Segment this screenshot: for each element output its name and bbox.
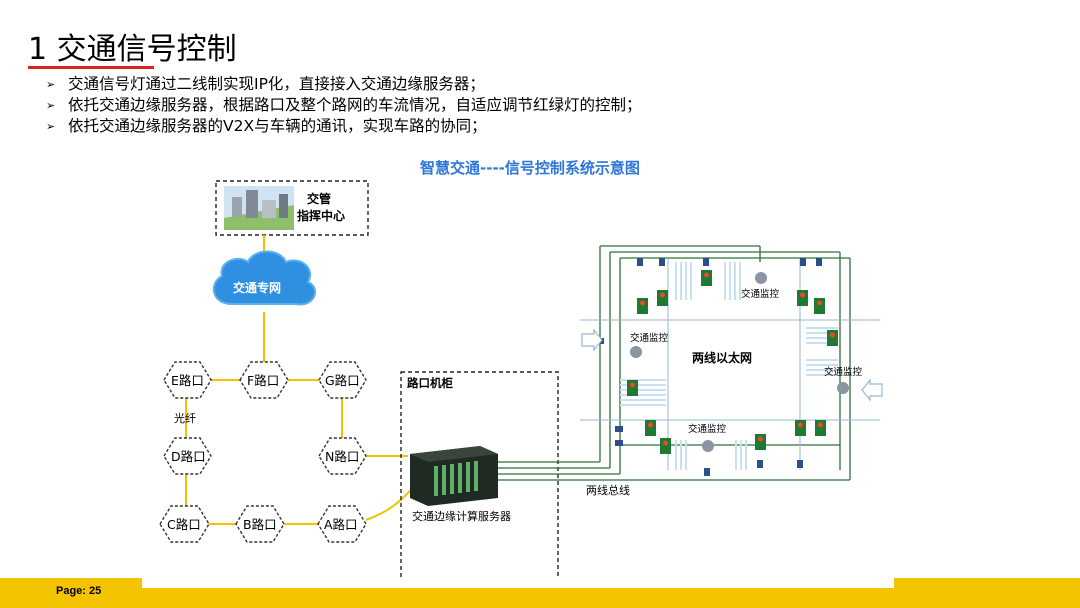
title-underline <box>28 66 154 69</box>
sensor-icon <box>704 468 710 476</box>
traffic-light-icon <box>627 380 638 396</box>
command-center-line2: 指挥中心 <box>297 208 345 223</box>
monitor-labels: 交通监控 交通监控 交通监控 交通监控 <box>630 288 863 435</box>
ethernet-label: 两线以太网 <box>692 350 752 365</box>
sensor-icon <box>816 258 822 266</box>
server-label: 交通边缘计算服务器 <box>412 509 511 523</box>
network-cloud-label: 交通专网 <box>233 280 281 295</box>
node-a-label: A路口 <box>324 517 358 532</box>
node-d-label: D路口 <box>171 449 206 464</box>
sensor-icon <box>615 426 623 432</box>
monitor-label: 交通监控 <box>741 288 780 300</box>
traffic-light-icon <box>657 290 668 306</box>
traffic-light-icon <box>795 420 806 436</box>
monitor-label: 交通监控 <box>688 423 727 435</box>
bullet-item: ➢ 交通信号灯通过二线制实现IP化，直接接入交通边缘服务器； <box>46 74 642 95</box>
node-b <box>235 505 285 543</box>
sensor-icon <box>615 440 623 446</box>
traffic-light-icon <box>797 290 808 306</box>
monitor-label: 交通监控 <box>824 366 863 378</box>
camera-icon <box>837 382 849 394</box>
bullet-text: 依托交通边缘服务器，根据路口及整个路网的车流情况，自适应调节红绿灯的控制； <box>68 96 642 114</box>
node-f <box>239 361 289 399</box>
bullet-item: ➢ 依托交通边缘服务器，根据路口及整个路网的车流情况，自适应调节红绿灯的控制； <box>46 95 642 116</box>
arrow-right-icon <box>581 328 603 352</box>
node-b-label: B路口 <box>243 517 277 532</box>
camera-icon <box>702 440 714 452</box>
traffic-light-icon <box>701 270 712 286</box>
bullet-list: ➢ 交通信号灯通过二线制实现IP化，直接接入交通边缘服务器； ➢ 依托交通边缘服务器… <box>46 74 642 137</box>
monitor-label: 交通监控 <box>630 332 669 344</box>
arrow-bullet-icon: ➢ <box>46 120 56 133</box>
traffic-light-icon <box>815 420 826 436</box>
traffic-light-icon <box>755 434 766 450</box>
sensor-icon <box>800 258 806 266</box>
node-e-label: E路口 <box>171 373 204 388</box>
traffic-light-icon <box>645 420 656 436</box>
arrow-left-icon <box>861 378 883 402</box>
bus-lines <box>498 245 851 481</box>
slide-title: 1 交通信号控制 <box>28 32 237 67</box>
node-a <box>317 505 367 543</box>
arrow-bullet-icon: ➢ <box>46 99 56 112</box>
traffic-light-icon <box>827 330 838 346</box>
cloud-icon <box>212 250 317 306</box>
traffic-lights <box>627 270 838 454</box>
server-icon <box>410 446 498 506</box>
cabinet-label: 路口机柜 <box>407 376 453 390</box>
bullet-item: ➢ 依托交通边缘服务器的V2X与车辆的通讯，实现车路的协同； <box>46 116 642 137</box>
traffic-light-icon <box>660 438 671 454</box>
command-center-line1: 交管 <box>307 191 331 206</box>
footer-white-strip <box>142 578 894 588</box>
fiber-label: 光纤 <box>174 411 196 425</box>
bullet-text: 依托交通边缘服务器的V2X与车辆的通讯，实现车路的协同； <box>68 117 487 135</box>
camera-icon <box>630 346 642 358</box>
camera-icon <box>755 272 767 284</box>
sensor-icon <box>637 258 643 266</box>
sensor-icon <box>659 258 665 266</box>
sensor-icon <box>757 460 763 468</box>
city-image-icon <box>224 186 294 230</box>
sensor-icon <box>797 460 803 468</box>
node-d <box>163 437 212 475</box>
node-g-label: G路口 <box>325 373 360 388</box>
node-n <box>318 437 367 475</box>
node-g <box>318 361 367 399</box>
node-f-label: F路口 <box>247 373 279 388</box>
traffic-light-icon <box>814 298 825 314</box>
arrow-bullet-icon: ➢ <box>46 78 56 91</box>
node-e <box>163 361 212 399</box>
node-c <box>159 505 210 543</box>
node-n-label: N路口 <box>325 449 359 464</box>
bullet-text: 交通信号灯通过二线制实现IP化，直接接入交通边缘服务器； <box>68 75 485 93</box>
node-c-label: C路口 <box>167 517 201 532</box>
diagram-title: 智慧交通----信号控制系统示意图 <box>420 159 640 177</box>
node-labels: E路口 F路口 G路口 D路口 N路口 C路口 B路口 A路口 <box>167 373 360 532</box>
node-shapes <box>159 361 367 543</box>
page-number: Page: 25 <box>56 585 102 597</box>
sensor-icon <box>703 258 709 266</box>
two-wire-bus-label: 两线总线 <box>586 483 630 497</box>
cameras <box>630 272 849 452</box>
traffic-light-icon <box>637 298 648 314</box>
